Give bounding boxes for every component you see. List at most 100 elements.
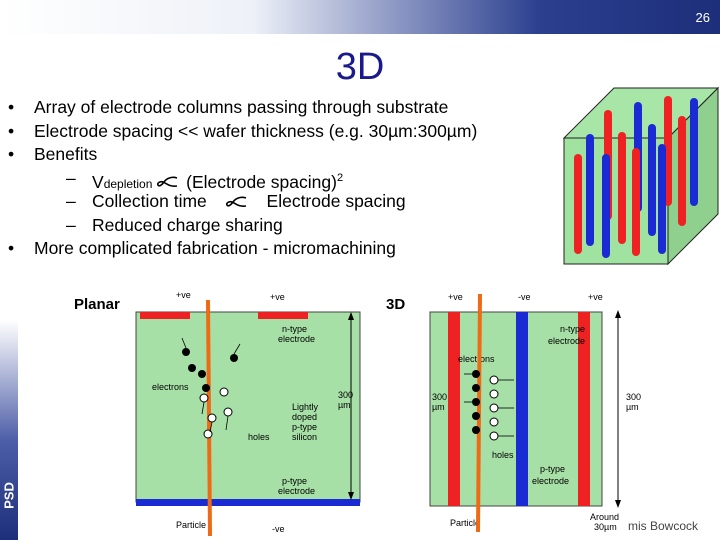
drift-arrows bbox=[181, 337, 241, 433]
n-type-strip-right bbox=[258, 312, 308, 319]
electron-dot bbox=[472, 412, 480, 420]
psd-side-band bbox=[0, 320, 18, 540]
electrons-label: electrons bbox=[458, 354, 495, 364]
n-type-label: n-type bbox=[282, 324, 307, 334]
sub-bullet-dash: – bbox=[66, 191, 76, 211]
sub-bullet-dash: – bbox=[66, 167, 76, 188]
n-type-column-left bbox=[448, 312, 460, 506]
electrode-column bbox=[690, 98, 698, 206]
hole-dot bbox=[489, 403, 499, 413]
electrode-column bbox=[632, 148, 640, 256]
thickness-arrowhead bbox=[615, 500, 621, 508]
n-type-label: electrode bbox=[548, 336, 585, 346]
silicon-label: silicon bbox=[292, 432, 317, 442]
electron-markers bbox=[472, 370, 480, 434]
minus-ve-label: -ve bbox=[518, 292, 531, 302]
bullet-dot: • bbox=[8, 120, 15, 141]
bullet-item: • Array of electrode columns passing thr… bbox=[8, 96, 568, 120]
hole-dot bbox=[199, 393, 209, 403]
electron-dot bbox=[230, 354, 238, 362]
electron-dot bbox=[182, 348, 190, 356]
header-bar: 26 bbox=[0, 0, 720, 34]
electron-dot bbox=[202, 384, 210, 392]
proportional-to-icon bbox=[225, 196, 246, 207]
planar-substrate bbox=[135, 311, 361, 503]
author-label: mis Bowcock bbox=[628, 519, 699, 533]
bullet-dot: • bbox=[8, 238, 15, 258]
thickness-label: µm bbox=[432, 402, 445, 412]
silicon-label: doped bbox=[292, 412, 317, 422]
p-type-label: electrode bbox=[278, 486, 315, 496]
hole-markers bbox=[199, 387, 233, 439]
sub-bullet-text: Reduced charge sharing bbox=[92, 214, 283, 235]
voltage-symbol: V bbox=[92, 171, 104, 192]
hole-dot bbox=[219, 387, 229, 397]
planar-detector-diagram: +ve +ve n-type electrode electrons holes… bbox=[135, 290, 361, 537]
slide-title: 3D bbox=[335, 46, 385, 88]
column-electrodes bbox=[574, 96, 698, 258]
bullet-list: • Array of electrode columns passing thr… bbox=[8, 96, 568, 261]
plus-ve-right-label: +ve bbox=[270, 292, 285, 302]
drift-arrow bbox=[201, 401, 205, 415]
plus-ve-left-label: +ve bbox=[448, 292, 463, 302]
particle-label: Particle bbox=[450, 518, 480, 528]
n-type-column-right bbox=[578, 312, 590, 506]
n-type-label: n-type bbox=[560, 324, 585, 334]
3d-detector-illustration bbox=[562, 86, 720, 266]
electrode-column bbox=[618, 132, 626, 244]
hole-dot bbox=[489, 431, 499, 441]
bullet-item: • Electrode spacing << wafer thickness (… bbox=[8, 120, 568, 144]
bullet-text: Benefits bbox=[34, 144, 98, 164]
bullet-dot: • bbox=[8, 144, 15, 164]
collection-time-text: Collection time bbox=[92, 191, 207, 211]
electrode-column bbox=[586, 134, 594, 246]
holes-label: holes bbox=[492, 450, 514, 460]
planar-label: Planar bbox=[74, 296, 120, 313]
electron-dot bbox=[472, 384, 480, 392]
p-type-label: p-type bbox=[282, 476, 307, 486]
electron-dot bbox=[472, 370, 480, 378]
bullet-text: Array of electrode columns passing throu… bbox=[34, 97, 449, 117]
around-label: Around bbox=[590, 512, 619, 522]
electron-dot bbox=[188, 364, 196, 372]
p-type-column bbox=[516, 312, 528, 506]
thickness-label: 300 bbox=[432, 392, 447, 402]
drift-arrows bbox=[464, 373, 514, 437]
sub-bullet-dash: – bbox=[66, 214, 76, 235]
thickness-label: 300 bbox=[338, 390, 353, 400]
electrode-spacing-text: Electrode spacing bbox=[266, 191, 406, 211]
hole-dot bbox=[207, 413, 217, 423]
thickness-arrowhead bbox=[348, 492, 354, 500]
silicon-label: Lightly bbox=[292, 402, 319, 412]
hole-dot bbox=[489, 417, 499, 427]
page-number: 26 bbox=[695, 10, 710, 25]
sub-bullet-item: – Collection time Electrode spacing bbox=[8, 190, 568, 214]
electrons-label: electrons bbox=[152, 382, 189, 392]
bullet-text: More complicated fabrication - micromach… bbox=[34, 238, 396, 258]
sub-bullet-text: Collection time Electrode spacing bbox=[92, 190, 406, 214]
electrode-spacing-text: (Electrode spacing) bbox=[186, 171, 337, 192]
bullet-item: • Benefits bbox=[8, 143, 568, 167]
hole-dot bbox=[203, 429, 213, 439]
drift-arrow bbox=[233, 343, 241, 355]
bullet-dot: • bbox=[8, 97, 15, 117]
p-type-backplane bbox=[136, 499, 360, 506]
electron-dot bbox=[198, 370, 206, 378]
plus-ve-left-label: +ve bbox=[176, 290, 191, 300]
electrode-column bbox=[602, 154, 610, 258]
hole-markers bbox=[489, 375, 499, 441]
hole-dot bbox=[489, 389, 499, 399]
proportional-to-icon bbox=[157, 176, 178, 188]
n-type-strip-left bbox=[140, 312, 190, 319]
thickness-arrowhead bbox=[615, 310, 621, 318]
3d-label: 3D bbox=[386, 296, 406, 313]
p-type-label: p-type bbox=[540, 464, 565, 474]
hole-dot bbox=[489, 375, 499, 385]
p-type-label: electrode bbox=[532, 476, 569, 486]
thickness-label: µm bbox=[626, 402, 639, 412]
particle-track bbox=[476, 293, 482, 533]
superscript-two: 2 bbox=[336, 171, 344, 184]
electron-dot bbox=[472, 398, 480, 406]
electron-dot bbox=[472, 426, 480, 434]
electrode-column bbox=[574, 154, 582, 254]
